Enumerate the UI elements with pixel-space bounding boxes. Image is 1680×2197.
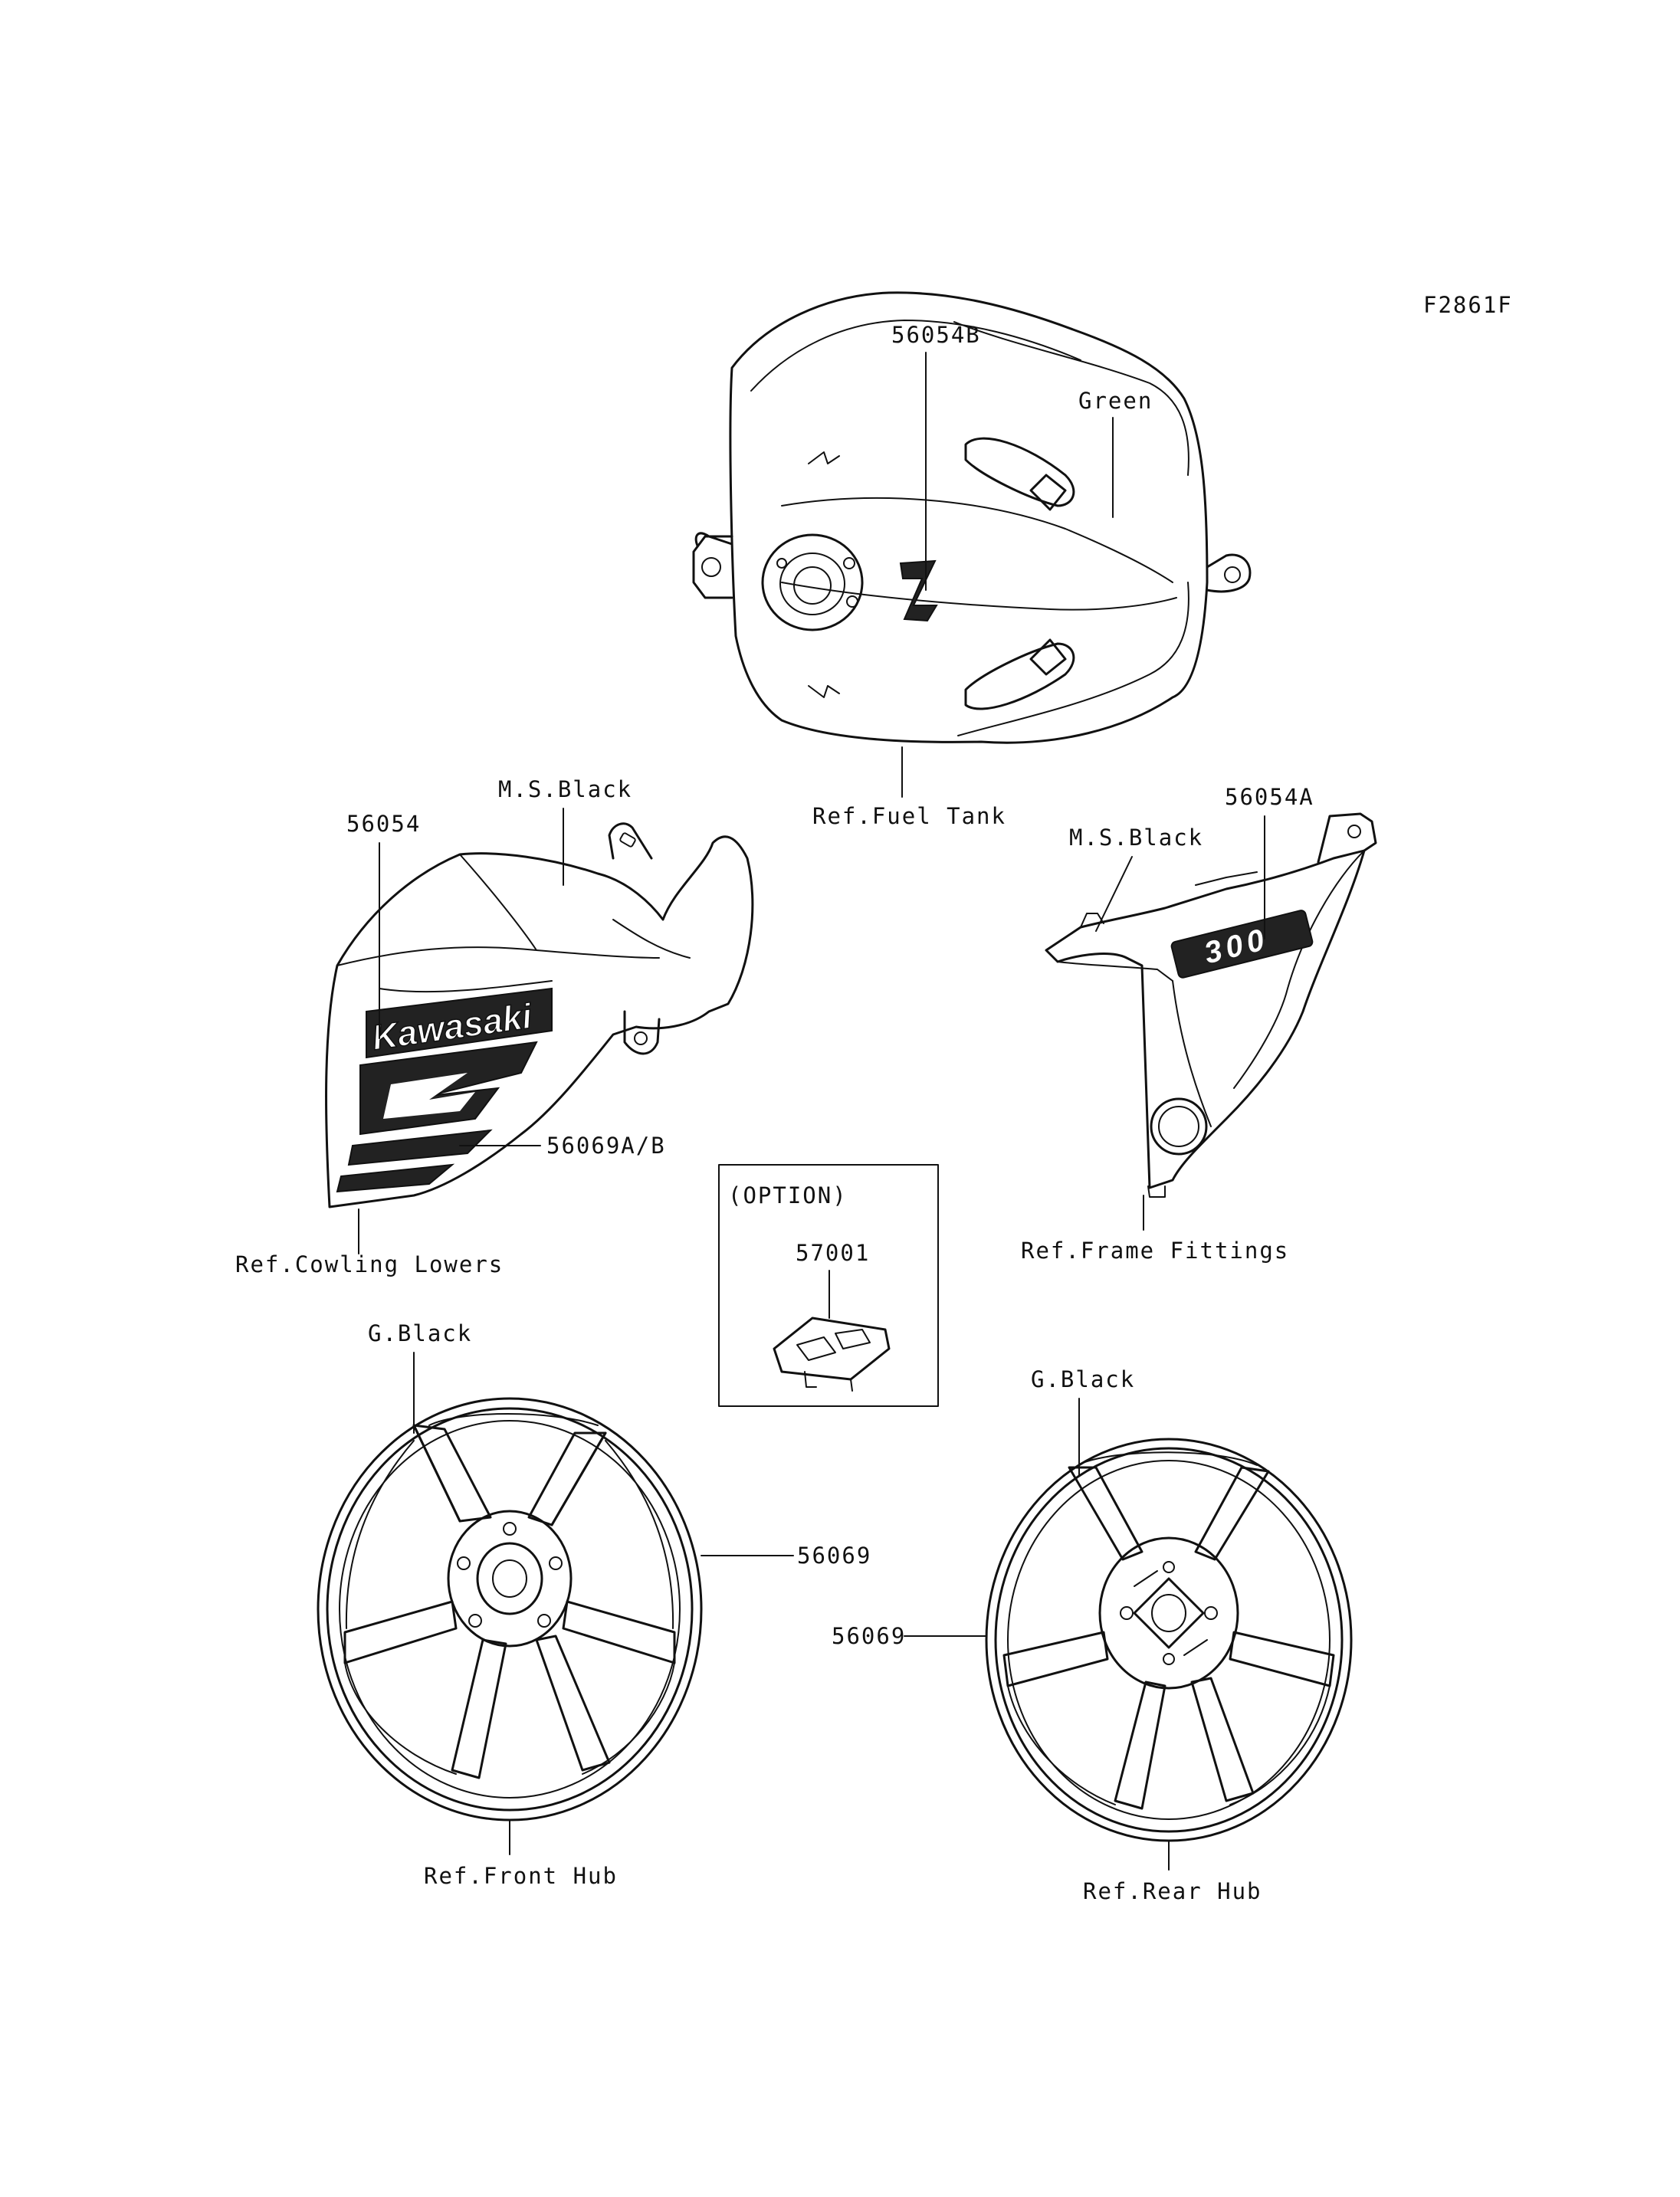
- tank-color-label: Green: [1078, 388, 1153, 414]
- cowl-sub-part-label: 56069A/B: [546, 1133, 666, 1159]
- frame-ref-label: Ref.Frame Fittings: [1021, 1238, 1289, 1264]
- frame-logo: 300: [1170, 910, 1314, 979]
- cowling-lower: Kawasaki: [325, 822, 754, 1208]
- rear-color-label: G.Black: [1031, 1366, 1135, 1392]
- figure-code: F2861F: [1423, 292, 1513, 318]
- tank-z-logo: [899, 559, 938, 622]
- front-color-label: G.Black: [368, 1320, 472, 1346]
- front-wheel: [317, 1397, 703, 1822]
- rear-wheel: [985, 1438, 1353, 1842]
- option-part-label: 57001: [796, 1240, 870, 1266]
- fuel-tank: [692, 291, 1252, 744]
- tank-ref-label: Ref.Fuel Tank: [812, 803, 1006, 829]
- option-title: (OPTION): [728, 1182, 848, 1208]
- rear-part-label: 56069: [832, 1623, 906, 1649]
- front-ref-label: Ref.Front Hub: [424, 1863, 618, 1889]
- option-box: (OPTION) 57001: [718, 1164, 939, 1407]
- frame-cover: 300: [1045, 812, 1377, 1198]
- rear-ref-label: Ref.Rear Hub: [1083, 1878, 1262, 1904]
- frame-part-label: 56054A: [1225, 784, 1314, 810]
- cowl-part-label: 56054: [346, 811, 421, 837]
- cowl-ref-label: Ref.Cowling Lowers: [235, 1251, 504, 1277]
- tank-part-label: 56054B: [891, 322, 981, 348]
- front-part-label: 56069: [797, 1543, 871, 1569]
- svg-text:300: 300: [1201, 922, 1272, 970]
- cowl-color-label: M.S.Black: [498, 776, 632, 802]
- frame-color-label: M.S.Black: [1069, 825, 1203, 851]
